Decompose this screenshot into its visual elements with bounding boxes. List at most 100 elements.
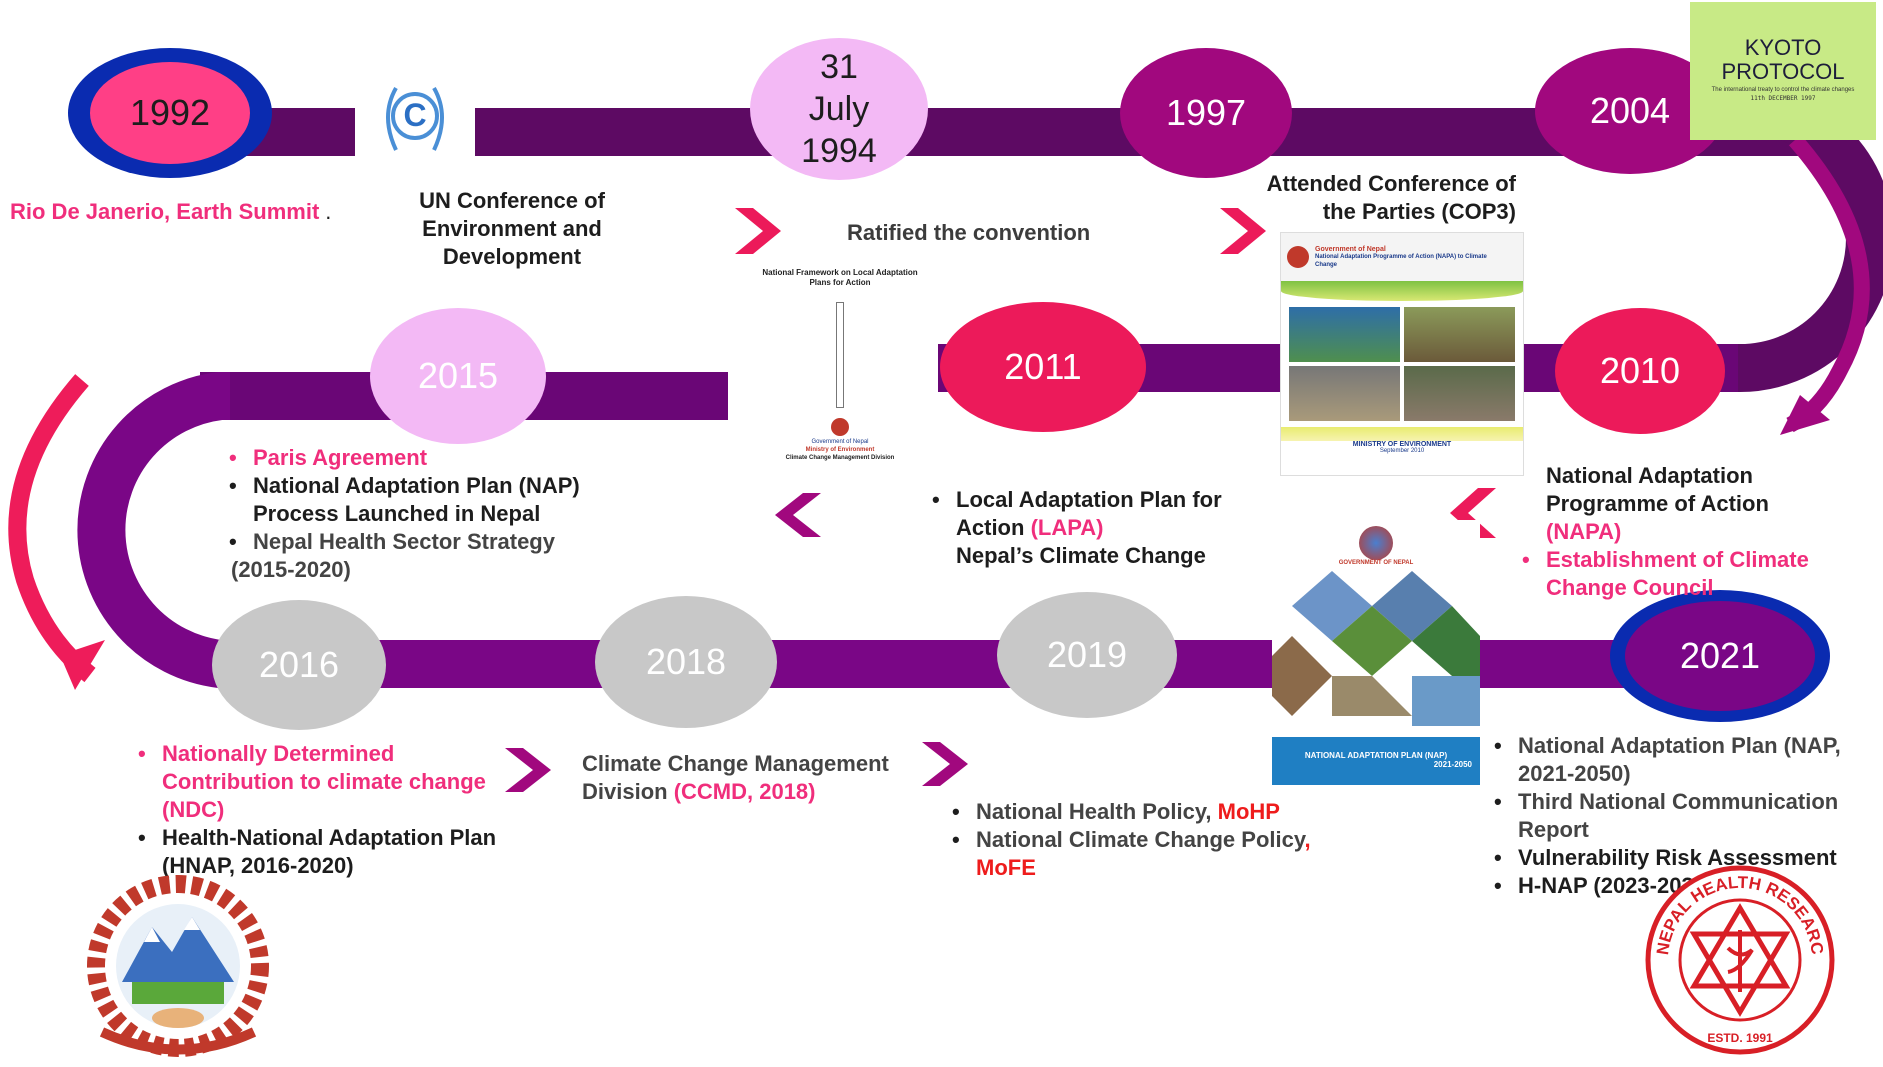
event-2015-item-strategy: Nepal Health Sector Strategy (229, 528, 645, 556)
event-2010: National Adaptation Programme of Action … (1522, 462, 1876, 602)
nhrc-logo: NEPAL HEALTH RESEARCH COUNCIL ESTD. 1991 (1640, 860, 1835, 1055)
napa-document-cover: Government of Nepal National Adaptation … (1280, 232, 1524, 476)
event-2016-item-ndc: Nationally Determined Contribution to cl… (138, 740, 514, 824)
right-flow-arrow (1786, 134, 1870, 433)
svg-text:C: C (403, 97, 426, 133)
nap-gov: GOVERNMENT OF NEPAL (1338, 560, 1414, 566)
event-2019-climate-ministry: MoFE (976, 855, 1036, 880)
lapa-doc-foot3: Climate Change Management Division (785, 455, 895, 461)
lapa-framework-document: National Framework on Local Adaptation P… (752, 262, 928, 482)
kyoto-date: 11th DECEMBER 1997 (1750, 95, 1816, 102)
event-2021-list: National Adaptation Plan (NAP, 2021-2050… (1490, 732, 1882, 900)
chevron-right-icon (1220, 208, 1266, 254)
year-2018: 2018 (645, 641, 727, 682)
event-2011-policy-text: Nepal’s Climate Change Policy (956, 543, 1206, 572)
napa-title: National Adaptation Programme of Action … (1315, 253, 1487, 268)
year-1997: 1997 (1165, 92, 1247, 133)
napa-band (1281, 281, 1523, 301)
kyoto-line2: PROTOCOL (1721, 59, 1845, 84)
event-2011-item-policy: Nepal’s Climate Change Policy (956, 542, 1238, 572)
event-1992: Rio De Janerio, Earth Summit. (10, 198, 331, 226)
year-2010: 2010 (1599, 350, 1681, 391)
event-2010-bullet-text: Establishment of Climate Change Council (1546, 547, 1809, 600)
date-1994-year: 1994 (801, 132, 877, 170)
emblem-handshake (152, 1008, 204, 1028)
event-2021-tnc-text: Third National Communication Report (1518, 789, 1839, 842)
event-2019: National Health Policy, MoHP National Cl… (948, 798, 1348, 882)
oval-1992: 1992 (90, 62, 250, 164)
event-2021-nap-text: National Adaptation Plan (NAP, 2021-2050… (1518, 733, 1841, 786)
chevron-right-icon (735, 208, 781, 254)
event-2011-item-lapa: Local Adaptation Plan for Action (LAPA) (932, 486, 1238, 542)
event-2015-list: Paris Agreement National Adaptation Plan… (225, 444, 645, 556)
chevron-right-icon (505, 748, 551, 792)
nap-tile-5 (1412, 606, 1480, 676)
kyoto-caption: The international treaty to control the … (1711, 87, 1855, 93)
oval-2021: 2021 (1625, 601, 1815, 711)
oval-2015: 2015 (370, 308, 546, 444)
event-2015: Paris Agreement National Adaptation Plan… (225, 444, 645, 584)
left-flow-arrowhead (60, 640, 105, 690)
oval-2016: 2016 (212, 600, 386, 730)
nap-footer: NATIONAL ADAPTATION PLAN (NAP) 2021-2050 (1272, 737, 1480, 785)
oval-2011: 2011 (940, 302, 1146, 432)
event-2019-health-ministry: MoHP (1217, 799, 1280, 824)
nhrc-caduceus-icon (1726, 930, 1754, 992)
unfccc-logo: C (386, 87, 444, 151)
chevron-right-icon (922, 742, 968, 786)
date-1994-day: 31 (820, 48, 858, 86)
event-2019-item-climate: National Climate Change Policy, MoFE (952, 826, 1348, 882)
oval-2021-ring: 2021 (1610, 590, 1830, 722)
nap-tile-4 (1272, 636, 1332, 716)
event-2015-item-paris: Paris Agreement (229, 444, 645, 472)
event-2016-hnap-text: Health-National Adaptation Plan (HNAP, 2… (162, 825, 497, 878)
event-2019-climate-comma: , (1304, 827, 1311, 852)
napa-photo-lake (1289, 307, 1400, 362)
nap-title: NATIONAL ADAPTATION PLAN (NAP) (1304, 751, 1448, 760)
oval-2019: 2019 (997, 592, 1177, 718)
year-2011: 2011 (1004, 346, 1082, 387)
napa-photos (1281, 301, 1523, 427)
emblem-snow-2 (184, 917, 200, 930)
event-2016-list: Nationally Determined Contribution to cl… (134, 740, 514, 880)
year-2021: 2021 (1679, 635, 1761, 676)
napa-date: September 2010 (1379, 448, 1425, 454)
event-2019-item-health: National Health Policy, MoHP (952, 798, 1348, 826)
event-2015-strategy-years: (2015-2020) (231, 557, 351, 582)
oval-2010: 2010 (1555, 308, 1725, 434)
napa-photo-village (1404, 366, 1515, 421)
track-left-curve (77, 372, 1650, 688)
oval-1992-ring: 1992 (68, 48, 272, 178)
nepal-government-emblem (87, 875, 269, 1057)
kyoto-line1: KYOTO (1744, 35, 1822, 60)
nap-document-cover: GOVERNMENT OF NEPAL NATIONAL ADAPTATION … (1272, 520, 1480, 785)
lapa-doc-bar (836, 302, 844, 408)
year-2004: 2004 (1589, 90, 1671, 131)
nap-photo-mosaic (1272, 571, 1480, 726)
event-2018: Climate Change Management Division (CCMD… (582, 750, 932, 806)
nap-tile-7 (1412, 676, 1480, 726)
emblem-hills (132, 982, 224, 1004)
year-1992: 1992 (129, 92, 211, 133)
lapa-doc-foot2: Ministry of Environment (805, 447, 875, 453)
event-2010-bullet: Establishment of Climate Change Council (1522, 546, 1876, 602)
event-2015-strategy-text: Nepal Health Sector Strategy (253, 529, 555, 554)
nap-tile-6 (1332, 676, 1412, 716)
right-flow-arrowhead (1780, 395, 1830, 435)
nhrc-estd: ESTD. 1991 (1707, 1031, 1773, 1045)
event-1997: Attended Conference of the Parties (COP3… (1266, 171, 1516, 224)
napa-gov: Government of Nepal (1315, 245, 1386, 253)
laurel-right (432, 87, 444, 151)
event-2021-item-tnc: Third National Communication Report (1494, 788, 1882, 844)
event-2010-list: Establishment of Climate Change Council (1522, 546, 1876, 602)
event-2015-nap-text: National Adaptation Plan (NAP) Process L… (253, 473, 580, 526)
oval-1997: 1997 (1120, 48, 1292, 178)
event-2021: National Adaptation Plan (NAP, 2021-2050… (1490, 732, 1882, 900)
event-1994: Ratified the convention (847, 220, 1091, 245)
nap-years: 2021-2050 (1433, 760, 1472, 769)
nepal-emblem-small-icon (1359, 526, 1393, 560)
oval-2018: 2018 (595, 596, 777, 728)
lapa-doc-foot1: Government of Nepal (811, 439, 869, 445)
event-2018-text: Climate Change Management Division (582, 751, 889, 804)
event-1992-text: Rio De Janerio, Earth Summit (10, 199, 320, 224)
